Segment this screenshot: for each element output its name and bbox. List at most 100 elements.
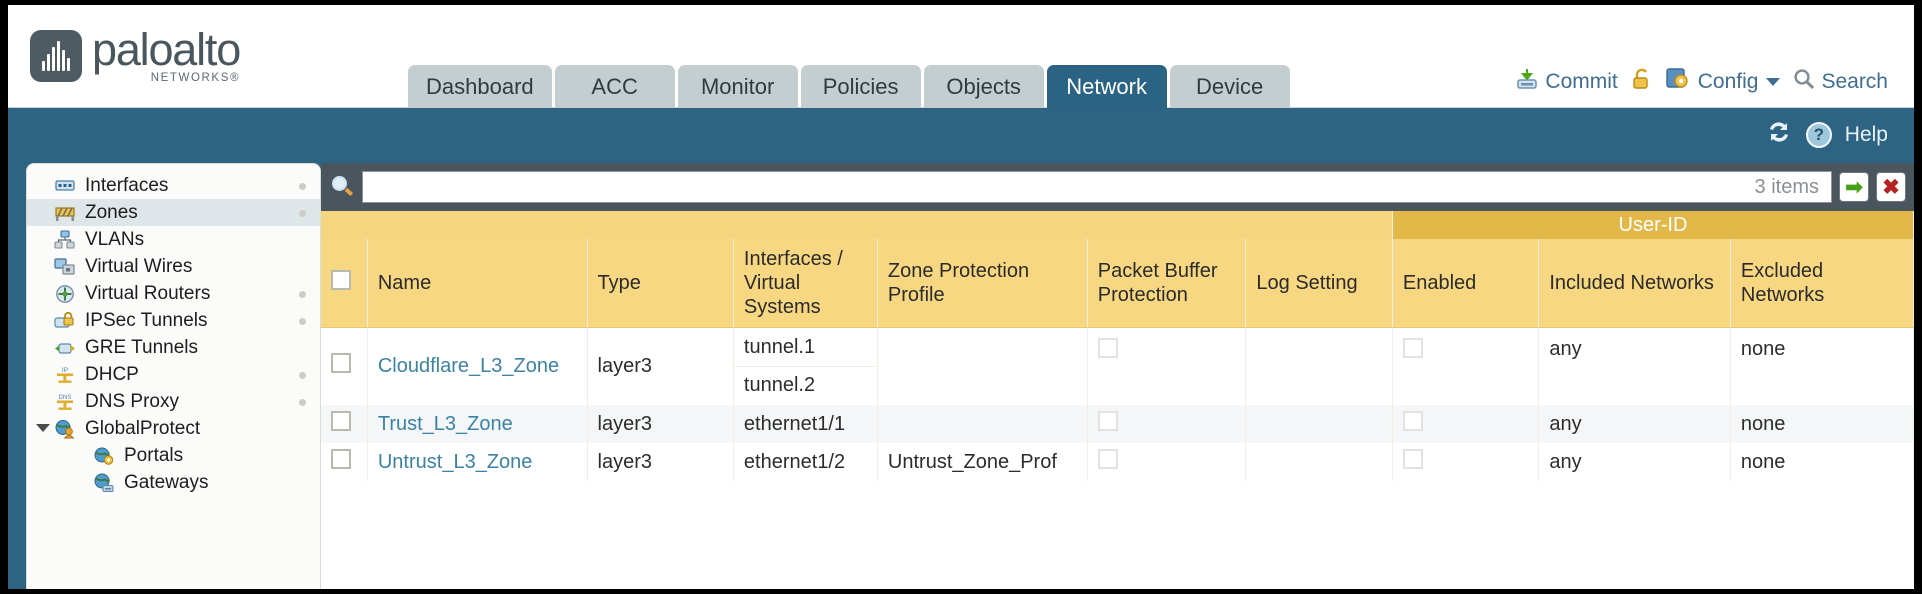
twisty-collapse-icon[interactable] [36,424,50,432]
interfaces-icon [54,176,76,196]
search-icon [1793,68,1815,96]
dns-proxy-icon: DNS [54,392,76,412]
cell-userid-enabled[interactable] [1392,327,1540,405]
app-header: paloalto NETWORKS® Dashboard ACC Monitor… [8,5,1914,108]
cell-zone-protection-profile [877,327,1088,405]
column-header-enabled[interactable]: Enabled [1392,239,1540,328]
clear-filter-button[interactable]: ✖ [1876,172,1906,202]
column-header-log-setting[interactable]: Log Setting [1245,239,1393,328]
cell-included-networks: any [1538,327,1731,405]
cell-packet-buffer-protection[interactable] [1087,443,1247,481]
row-select-cell[interactable] [321,405,368,443]
cell-name[interactable]: Untrust_L3_Zone [367,443,588,481]
sidebar-item-gateways[interactable]: Gateways [27,469,320,496]
sidebar-item-dhcp[interactable]: IP DHCP [27,361,320,388]
column-header-type[interactable]: Type [587,239,734,328]
table-row[interactable]: Untrust_L3_Zone layer3 ethernet1/2 Untru… [321,443,1914,481]
tab-dashboard[interactable]: Dashboard [408,65,552,108]
column-header-included-networks[interactable]: Included Networks [1538,239,1731,328]
search-input[interactable]: 3 items [362,171,1832,203]
column-header-interfaces[interactable]: Interfaces / Virtual Systems [733,239,878,328]
sidebar-item-virtual-wires[interactable]: Virtual Wires [27,253,320,280]
sub-header-band: ? Help [8,108,1914,163]
cell-log-setting [1245,327,1393,405]
brand-subtitle: NETWORKS® [150,72,241,84]
svg-text:IP: IP [62,367,68,374]
virtual-routers-icon [54,284,76,304]
cell-excluded-networks: none [1730,327,1914,405]
status-dot [299,372,306,379]
sidebar-item-gre-tunnels[interactable]: GRE Tunnels [27,334,320,361]
cell-userid-enabled[interactable] [1392,443,1540,481]
tab-acc[interactable]: ACC [554,65,675,108]
column-header-zone-protection-profile[interactable]: Zone Protection Profile [877,239,1088,328]
table-row[interactable]: Cloudflare_L3_Zone layer3 tunnel.1 tunne… [321,327,1914,405]
select-all-checkbox[interactable] [331,269,351,290]
item-count: 3 items [1754,175,1819,198]
sidebar-item-globalprotect[interactable]: GlobalProtect [27,415,320,442]
column-header-packet-buffer-protection[interactable]: Packet Buffer Protection [1087,239,1247,328]
search-button[interactable]: Search [1793,68,1888,96]
table-row[interactable]: Trust_L3_Zone layer3 ethernet1/1 [321,405,1914,443]
cell-included-networks: any [1538,405,1731,443]
sidebar-item-ipsec-tunnels[interactable]: IPSec Tunnels [27,307,320,334]
cell-userid-enabled[interactable] [1392,405,1540,443]
cell-packet-buffer-protection[interactable] [1087,405,1247,443]
tab-monitor[interactable]: Monitor [677,65,798,108]
sidebar-item-virtual-routers[interactable]: Virtual Routers [27,280,320,307]
sidebar-item-vlans[interactable]: VLANs [27,226,320,253]
userid-enabled-checkbox[interactable] [1402,411,1423,431]
unlock-icon [1631,67,1653,97]
zone-link[interactable]: Trust_L3_Zone [377,412,513,435]
sidebar-item-dns-proxy[interactable]: DNS DNS Proxy [27,388,320,415]
cell-name[interactable]: Trust_L3_Zone [367,405,588,443]
zone-link[interactable]: Cloudflare_L3_Zone [377,354,560,377]
column-header-name[interactable]: Name [367,239,588,328]
column-header-excluded-networks[interactable]: Excluded Networks [1730,239,1914,328]
vlans-icon [54,229,76,250]
interface-item: tunnel.1 [733,329,877,367]
packet-buffer-checkbox[interactable] [1097,411,1118,431]
config-button[interactable]: Config [1666,67,1781,97]
userid-enabled-checkbox[interactable] [1402,449,1423,469]
unlock-button[interactable] [1631,67,1653,97]
cell-packet-buffer-protection[interactable] [1087,327,1247,405]
tab-network[interactable]: Network [1046,65,1167,108]
row-checkbox[interactable] [331,449,351,469]
status-dot [299,318,306,325]
userid-enabled-checkbox[interactable] [1402,337,1423,358]
row-select-cell[interactable] [321,443,368,481]
svg-text:DNS: DNS [59,395,72,401]
row-select-cell[interactable] [321,327,368,405]
virtual-wires-icon [54,257,76,277]
refresh-icon[interactable] [1765,119,1793,151]
cell-type: layer3 [587,327,734,405]
tab-objects[interactable]: Objects [923,65,1044,108]
sidebar-item-portals[interactable]: Portals [27,442,320,469]
row-checkbox[interactable] [331,353,351,374]
sidebar-item-label: Virtual Wires [85,255,193,277]
help-label[interactable]: Help [1844,123,1888,146]
brand-name: paloalto [92,24,241,75]
gre-tunnels-icon [54,338,76,358]
band-actions: ? Help [1765,119,1888,151]
cell-name[interactable]: Cloudflare_L3_Zone [367,327,588,405]
row-checkbox[interactable] [331,411,351,431]
sidebar-item-interfaces[interactable]: Interfaces [27,172,320,199]
zone-link[interactable]: Untrust_L3_Zone [377,450,533,473]
help-icon[interactable]: ? [1805,122,1832,148]
status-dot [299,183,306,190]
sidebar-item-label: IPSec Tunnels [85,309,208,331]
packet-buffer-checkbox[interactable] [1097,337,1118,358]
cell-zone-protection-profile [877,405,1088,443]
tab-policies[interactable]: Policies [800,65,921,108]
chevron-down-icon [1766,78,1781,86]
apply-filter-button[interactable]: ➡ [1839,172,1869,202]
commit-button[interactable]: Commit [1515,67,1618,97]
commit-label: Commit [1545,70,1618,93]
sidebar-item-zones[interactable]: Zones [27,199,320,226]
select-all-header[interactable] [321,239,368,328]
tab-device[interactable]: Device [1169,65,1290,108]
filter-search-icon[interactable] [331,175,355,199]
packet-buffer-checkbox[interactable] [1097,449,1118,469]
